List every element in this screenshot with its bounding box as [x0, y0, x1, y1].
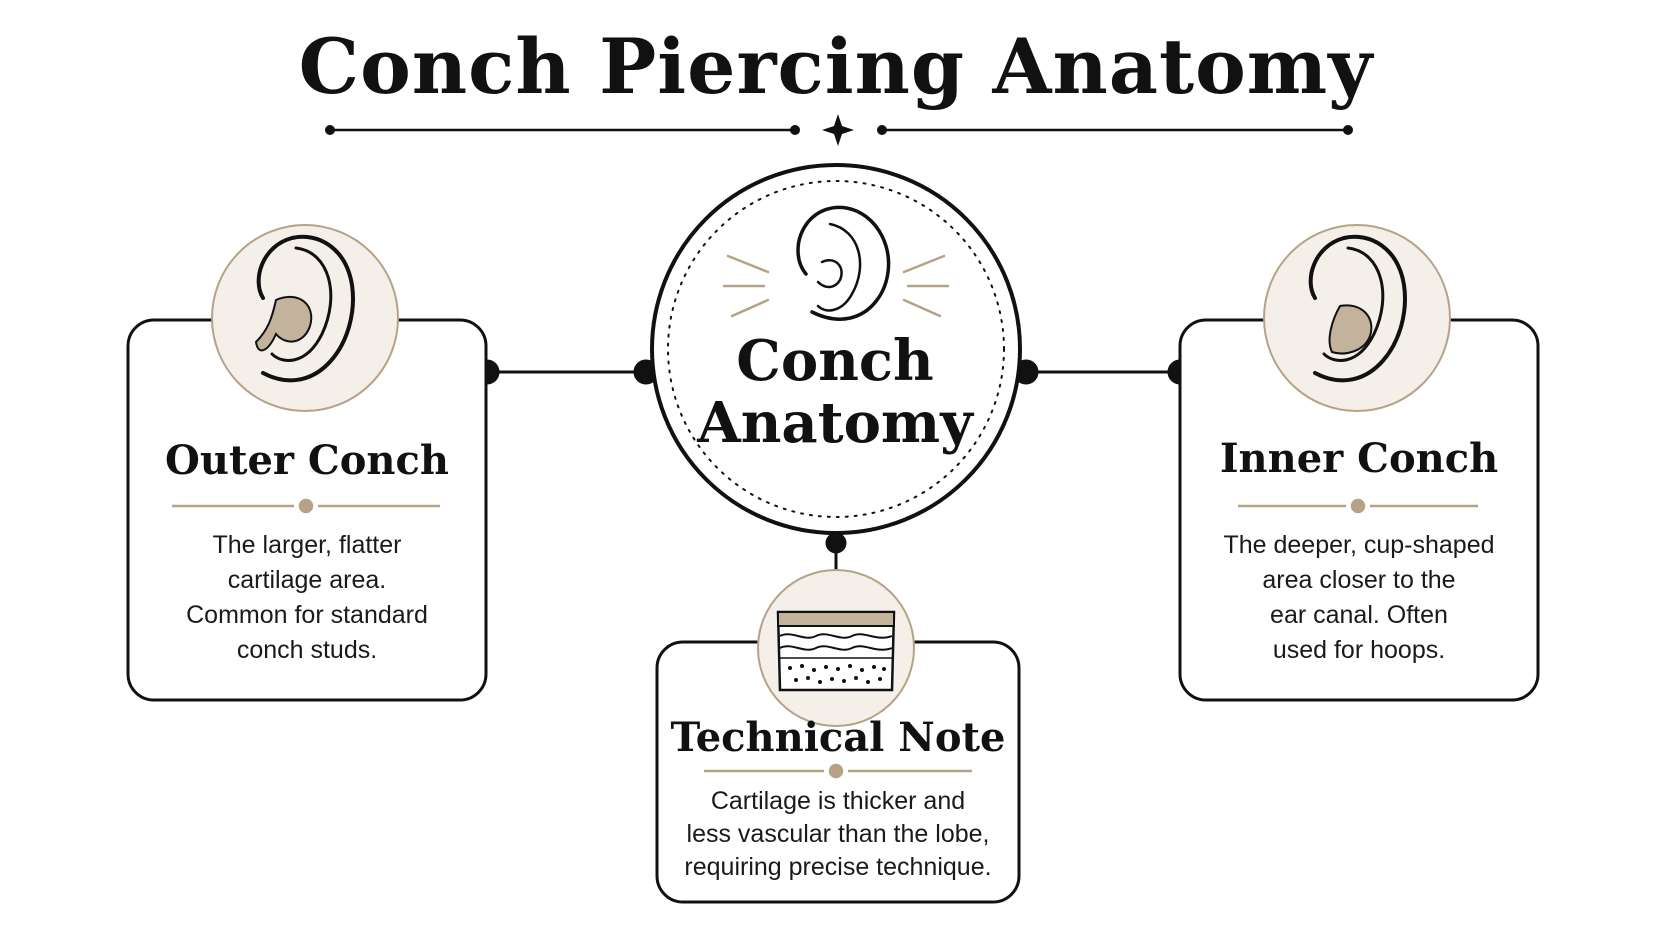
inner-conch-line: ear canal. Often — [1270, 601, 1448, 629]
center-label-line1: Conch — [736, 328, 934, 394]
technical-note-line: less vascular than the lobe, — [686, 820, 990, 848]
ear-outer-conch-icon — [211, 224, 399, 412]
inner-conch-line: used for hoops. — [1272, 636, 1446, 664]
radiating-lines — [722, 254, 950, 318]
inner-conch-line: The deeper, cup-shaped — [1223, 531, 1495, 559]
connector-node — [825, 532, 847, 554]
inner-conch-title: Inner Conch — [1219, 435, 1499, 482]
outer-conch-title: Outer Conch — [165, 437, 449, 484]
center-badge — [650, 163, 1022, 535]
center-label: Conch Anatomy — [640, 330, 1030, 454]
technical-note-line: requiring precise technique. — [684, 853, 992, 881]
card-dividers — [172, 498, 1478, 779]
technical-note-title: Technical Note — [670, 714, 1006, 761]
tissue-cross-section-icon — [757, 569, 915, 727]
outer-conch-line: conch studs. — [236, 636, 378, 664]
ear-inner-conch-icon — [1263, 224, 1451, 412]
outer-conch-line: The larger, flatter — [212, 531, 402, 559]
outer-conch-line: Common for standard — [186, 601, 428, 629]
inner-conch-description: The deeper, cup-shaped area closer to th… — [1180, 528, 1538, 668]
outer-conch-description: The larger, flatter cartilage area. Comm… — [128, 528, 486, 668]
inner-conch-line: area closer to the — [1262, 566, 1456, 594]
technical-note-line: Cartilage is thicker and — [710, 787, 966, 815]
center-label-line2: Anatomy — [697, 390, 973, 456]
page-title: Conch Piercing Anatomy — [298, 22, 1374, 111]
ear-icon — [796, 205, 891, 321]
title-divider — [325, 114, 1353, 146]
outer-conch-line: cartilage area. — [227, 566, 387, 594]
technical-note-description: Cartilage is thicker and less vascular t… — [657, 785, 1019, 884]
